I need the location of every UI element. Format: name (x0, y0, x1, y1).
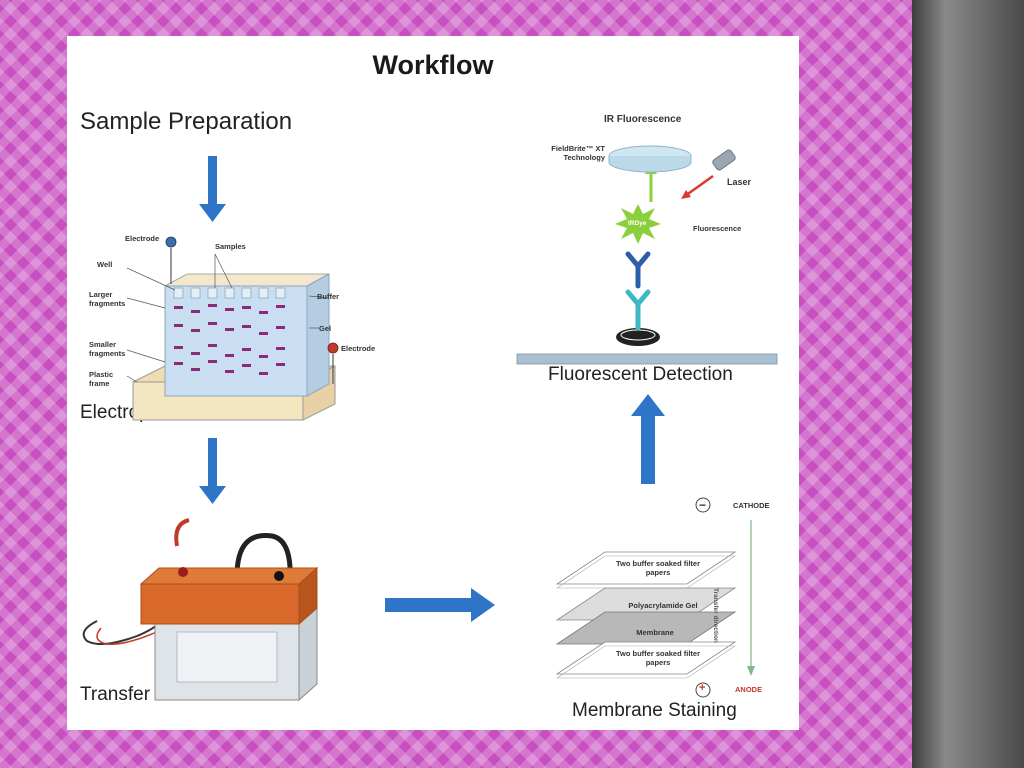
transfer-tank-illustration (82, 518, 319, 702)
label-laser: Laser (727, 177, 752, 187)
label-plastic-frame: Plastic frame (89, 370, 114, 388)
label-transfer-direction: Transfer direction (712, 588, 719, 643)
label-fluorescence: Fluorescence (693, 224, 742, 233)
slide-title: Workflow (372, 50, 494, 80)
arrow-down-2 (199, 438, 226, 504)
membrane-stack-illustration (555, 497, 755, 698)
step-fluorescent-detection: Fluorescent Detection (548, 364, 733, 385)
slide-canvas: Workflow Sample Preparation Electrophore… (67, 36, 799, 730)
arrow-right (385, 588, 495, 622)
label-anode: ANODE (735, 685, 763, 694)
electrophoresis-illustration (126, 236, 339, 421)
label-top-filter-papers: Two buffer soaked filter papers (615, 559, 701, 577)
label-irdye: IRDye (628, 220, 647, 227)
cathode-symbol: − (699, 498, 707, 512)
label-ir-fluorescence: IR Fluorescence (604, 114, 682, 125)
step-transfer: Transfer (80, 684, 151, 705)
step-membrane-staining: Membrane Staining (572, 700, 737, 721)
label-electrode-right: Electrode (341, 344, 376, 353)
label-buffer: Buffer (317, 292, 340, 301)
label-cathode: CATHODE (733, 501, 770, 510)
label-samples: Samples (215, 242, 246, 251)
workflow-diagram (82, 145, 778, 702)
arrow-up (631, 394, 665, 484)
label-larger-fragments: Larger fragments (89, 290, 126, 308)
label-gel: Gel (319, 324, 332, 333)
detection-illustration (516, 145, 778, 365)
label-membrane: Membrane (636, 628, 674, 637)
label-polyacrylamide-gel: Polyacrylamide Gel (628, 601, 698, 610)
label-electrode-top: Electrode (125, 234, 160, 243)
gray-sidebar (912, 0, 1024, 768)
label-smaller-fragments: Smaller fragments (89, 340, 126, 358)
label-well: Well (97, 260, 113, 269)
arrow-down-1 (199, 156, 226, 222)
label-fieldbrite-technology: FieldBrite™ XT Technology (551, 144, 605, 162)
step-sample-preparation: Sample Preparation (80, 108, 293, 135)
label-bottom-filter-papers: Two buffer soaked filter papers (615, 649, 701, 667)
anode-symbol: + (699, 682, 706, 694)
